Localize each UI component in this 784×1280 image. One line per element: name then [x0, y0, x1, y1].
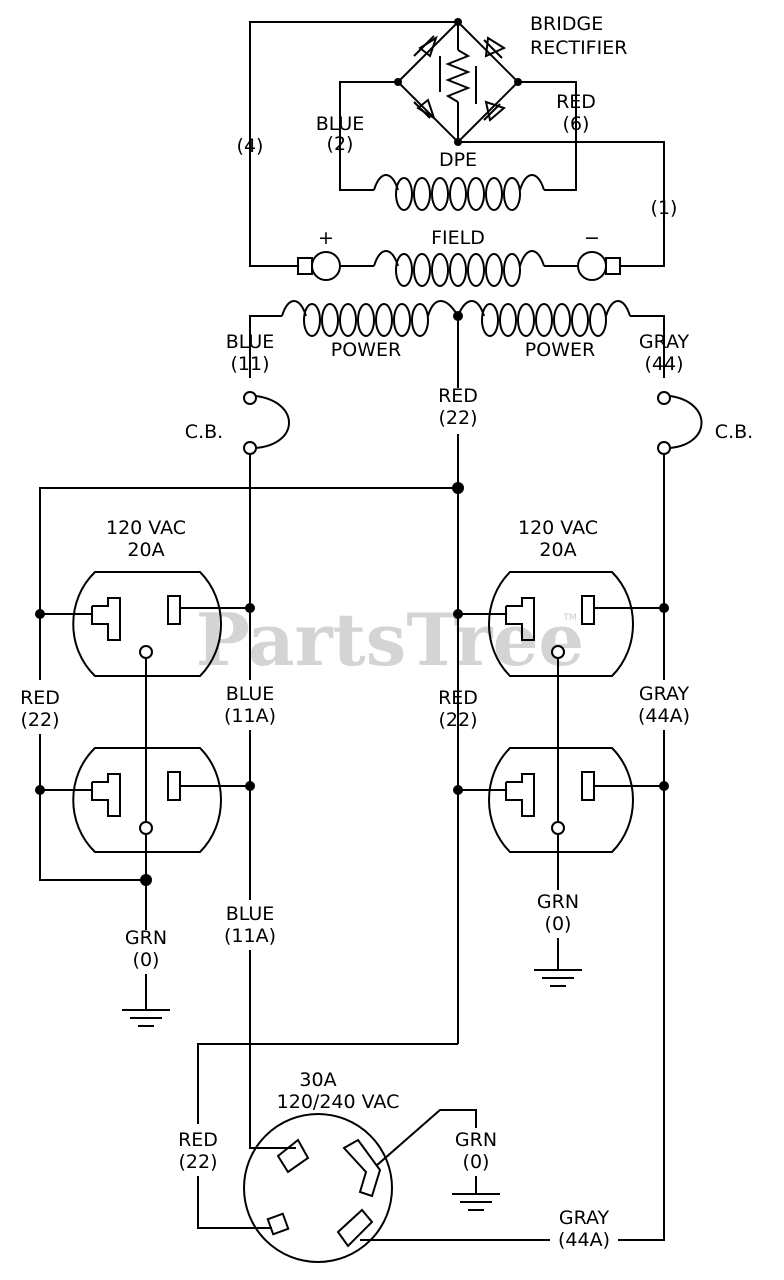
dpe-winding — [373, 174, 545, 211]
grn-bottom-label-a: GRN — [455, 1129, 497, 1151]
field-label: FIELD — [431, 227, 485, 249]
red-22-top-label-a: RED — [438, 385, 478, 407]
bridge-rectifier — [394, 18, 522, 146]
blue-11a-low-label-b: (11A) — [224, 925, 276, 947]
gray-44-label-b: (44) — [644, 353, 683, 375]
power-right-label: POWER — [525, 339, 595, 361]
cb-left-label: C.B. — [185, 421, 223, 443]
red-22-bottom-label-a: RED — [178, 1129, 218, 1151]
wire-1 — [458, 141, 665, 267]
receptacle-left-rating-2: 20A — [127, 539, 164, 561]
red-22-left-label-a: RED — [20, 687, 60, 709]
grn-right-label-b: (0) — [545, 913, 572, 935]
wire-gray-44a-bottom-2 — [618, 1236, 665, 1241]
wire-blue-2 — [339, 81, 398, 191]
red-22-mid-label-b: (22) — [438, 709, 477, 731]
ground-symbol-right — [534, 938, 582, 987]
receptacle-right-lower — [488, 747, 634, 853]
red-22-bottom-label-b: (22) — [178, 1151, 217, 1173]
grn-right-label-a: GRN — [537, 891, 579, 913]
ground-symbol-left — [122, 974, 170, 1027]
cb-right-label: C.B. — [715, 421, 753, 443]
wire-red-6 — [518, 81, 577, 191]
red-6-label-a: RED — [556, 91, 596, 113]
gray-44a-mid-label-a: GRAY — [639, 683, 690, 705]
field-minus-label: − — [584, 227, 600, 249]
wire-1-label: (1) — [651, 197, 678, 219]
wire-red-22-left-lower — [39, 734, 146, 881]
blue-2-label-a: BLUE — [316, 113, 365, 135]
rectifier-label-1: BRIDGE — [530, 13, 603, 35]
watermark: PartsTree — [196, 597, 584, 682]
receptacle-right-rating-2: 20A — [539, 539, 576, 561]
ground-symbol-bottom — [452, 1176, 500, 1211]
twistlock-receptacle — [243, 1113, 393, 1263]
field-plus-label: + — [318, 227, 334, 249]
blue-11a-mid-label-a: BLUE — [226, 683, 275, 705]
receptacle-right-upper — [488, 571, 634, 677]
wire-4 — [249, 21, 458, 267]
grn-left-label-a: GRN — [125, 927, 167, 949]
wire-red-22-bottom-2 — [197, 1176, 272, 1229]
gray-44a-bottom-label-b: (44A) — [558, 1229, 610, 1251]
receptacle-left-lower — [72, 747, 222, 853]
gray-44a-bottom-label-a: GRAY — [559, 1207, 610, 1229]
circuit-breaker-right — [657, 391, 703, 455]
gray-44a-mid-label-b: (44A) — [638, 705, 690, 727]
receptacle-left-rating-1: 120 VAC — [106, 517, 186, 539]
blue-11a-low-label-a: BLUE — [226, 903, 275, 925]
red-22-left-label-b: (22) — [20, 709, 59, 731]
dpe-label: DPE — [439, 149, 477, 171]
twistlock-rating-2: 120/240 VAC — [277, 1091, 400, 1113]
red-22-mid-label-a: RED — [438, 687, 478, 709]
red-22-top-label-b: (22) — [438, 407, 477, 429]
field-winding — [297, 250, 621, 287]
watermark-tm: TM — [562, 613, 576, 623]
grn-bottom-label-b: (0) — [463, 1151, 490, 1173]
blue-2-label-b: (2) — [327, 133, 354, 155]
grn-left-label-b: (0) — [133, 949, 160, 971]
red-6-label-b: (6) — [563, 113, 590, 135]
wire-red-22-bottom — [197, 1043, 458, 1124]
blue-11a-mid-label-b: (11A) — [224, 705, 276, 727]
wire-4-label: (4) — [237, 135, 264, 157]
wire-blue-11a-lower — [249, 950, 296, 1149]
receptacle-left-upper — [72, 571, 222, 677]
blue-11-label-b: (11) — [230, 353, 269, 375]
circuit-breaker-left — [243, 391, 290, 455]
blue-11-label-a: BLUE — [226, 331, 275, 353]
twistlock-rating-1: 30A — [299, 1069, 336, 1091]
power-left-label: POWER — [331, 339, 401, 361]
wire-grn-bottom — [375, 1109, 477, 1167]
rectifier-label-2: RECTIFIER — [530, 37, 627, 59]
receptacle-right-rating-1: 120 VAC — [518, 517, 598, 539]
gray-44-label-a: GRAY — [639, 331, 690, 353]
